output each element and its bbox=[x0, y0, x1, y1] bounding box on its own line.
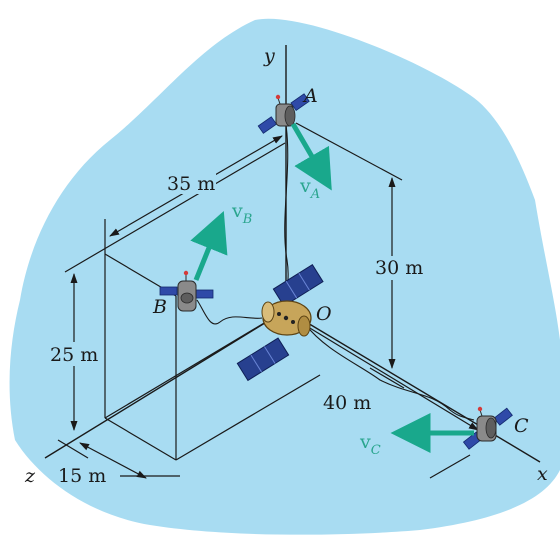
dim-40-label: 40 m bbox=[323, 392, 371, 414]
axis-label-z: z bbox=[24, 465, 36, 487]
point-label-o: O bbox=[316, 303, 332, 325]
z-axis bbox=[44, 309, 287, 459]
point-label-b: B bbox=[152, 296, 167, 318]
dim-30-label: 30 m bbox=[375, 257, 423, 279]
satellite-b-icon bbox=[159, 270, 214, 312]
point-label-a: A bbox=[302, 85, 318, 107]
dim-40-line bbox=[289, 315, 479, 431]
axis-label-x: x bbox=[537, 463, 548, 485]
space-station-icon bbox=[236, 263, 324, 382]
axis-label-y: y bbox=[263, 45, 275, 67]
velocity-label-b: vB bbox=[231, 200, 252, 227]
background-blob bbox=[9, 18, 560, 535]
satellite-c-icon bbox=[462, 406, 513, 450]
dim-15-line bbox=[79, 442, 147, 479]
dim-15-label: 15 m bbox=[58, 465, 106, 487]
velocity-arrows bbox=[190, 122, 474, 453]
point-label-c: C bbox=[514, 415, 529, 437]
velocity-arrow-b bbox=[190, 211, 228, 281]
satellite-a-icon bbox=[257, 93, 310, 134]
dim-35-label: 35 m bbox=[167, 173, 215, 195]
dim-25-label: 25 m bbox=[50, 344, 98, 366]
velocity-arrow-a bbox=[290, 122, 332, 191]
velocity-label-c: vC bbox=[359, 431, 381, 458]
velocity-label-a: vA bbox=[299, 175, 320, 202]
